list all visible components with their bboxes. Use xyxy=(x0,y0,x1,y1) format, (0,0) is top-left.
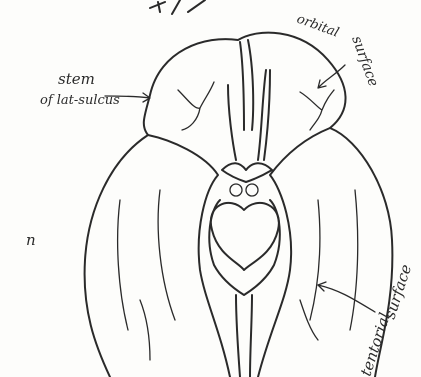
label-orbital-surface: surface xyxy=(348,34,381,89)
gyrus-line-2 xyxy=(158,190,175,320)
gyrus-line-4 xyxy=(310,200,320,320)
margin-mark: n xyxy=(26,231,36,249)
mammillary-body-left xyxy=(230,184,242,196)
gyrus-line-1 xyxy=(118,200,128,330)
midbrain xyxy=(211,203,279,270)
brainstem-descending xyxy=(236,295,252,377)
orbital-sulcus-left xyxy=(178,82,214,130)
label-tentorial: tentorial xyxy=(357,310,394,377)
longitudinal-fissure xyxy=(240,40,253,130)
tentorial-surface-pointer xyxy=(318,282,375,312)
gyrus-line-6 xyxy=(140,300,150,360)
mammillary-body-right xyxy=(246,184,258,196)
label-tentorial-surface: surface xyxy=(381,262,416,321)
gyrus-line-5 xyxy=(300,300,318,340)
top-fragment-sketch xyxy=(150,0,205,14)
gyrus-line-3 xyxy=(350,190,358,330)
label-stem: stem xyxy=(58,70,95,88)
optic-chiasm xyxy=(222,163,272,182)
orbital-sulcus-right xyxy=(300,90,334,130)
olfactory-tract-left xyxy=(228,85,236,160)
olfactory-tract-right xyxy=(258,70,270,160)
orbital-surface-pointer xyxy=(318,65,345,88)
label-orbital: orbital xyxy=(295,12,341,41)
label-of-lat-sulcus: of lat-sulcus xyxy=(40,93,120,108)
